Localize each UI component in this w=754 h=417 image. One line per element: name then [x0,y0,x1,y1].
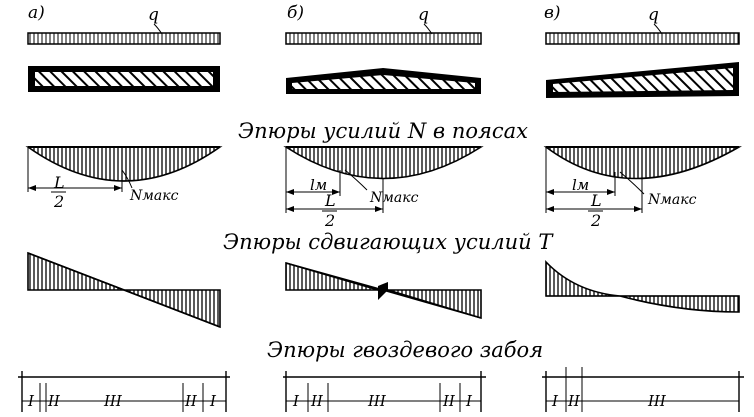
panel-a-load-label: q [148,5,159,25]
panel-v-load-label: q [648,5,659,25]
zone-label: III [103,392,123,410]
t-diagram-b [285,261,482,320]
zone-label: I [27,392,35,410]
n-max-leader [619,171,645,195]
dim-l-denominator: 2 [590,211,601,230]
panel-a-label: а) [28,3,45,23]
zone-label: III [367,392,387,410]
caption-nail: Эпюры гвоздевого забоя [267,338,543,362]
distributed-load-strip [27,32,221,45]
dim-l-denominator: 2 [53,192,64,211]
t-epure-positive [545,260,621,297]
dim-lm-label: lм [310,176,327,194]
n-max-label: Nмакс [647,192,697,208]
dim-l-denominator: 2 [324,211,335,230]
panel-b-label: б) [287,3,304,23]
t-jump [378,282,388,300]
dim-l-numerator: L [590,191,602,210]
n-max-leader [121,169,133,189]
n-max-label: Nмакс [129,188,179,204]
n-diagram-a: L 2 Nмакс [25,146,223,211]
nail-zones-v: I II III [542,367,744,412]
panel-v-beam: в) q [544,3,740,98]
nail-zones-a: I II III II I [18,371,230,412]
dim-l-numerator: L [53,173,65,192]
n-max-label: Nмакс [369,190,419,206]
n-epure [283,146,484,180]
zone-label: I [465,392,473,410]
panel-b-beam: б) q [285,3,482,94]
panel-b-load-label: q [418,5,429,25]
nail-zones-b: I II III II I [283,371,486,412]
t-epure-negative [619,295,740,313]
t-diagram-a [27,251,221,329]
zone-label: III [647,392,667,410]
zone-label: II [442,392,456,410]
caption-n-forces: Эпюры усилий N в поясах [238,119,528,143]
zone-label: II [47,392,61,410]
panel-a-beam: а) q [27,3,221,92]
n-max-leader [344,169,368,191]
zone-label: II [310,392,324,410]
zone-label: I [209,392,217,410]
t-diagram-v [545,260,740,313]
zone-label: II [184,392,198,410]
beam-web [35,72,213,86]
n-epure [25,146,223,182]
beam-web [292,75,475,89]
panel-v-label: в) [544,3,561,23]
dim-lm-label: lм [572,176,589,194]
beam-web [553,68,733,92]
zone-label: I [551,392,559,410]
n-diagram-b: lм L 2 Nмакс [283,146,484,230]
dim-l-numerator: L [324,191,336,210]
distributed-load-strip [545,32,740,45]
distributed-load-strip [285,32,482,45]
zone-label: II [567,392,581,410]
n-diagram-v: lм L 2 Nмакс [543,146,742,230]
zone-label: I [292,392,300,410]
caption-shear: Эпюры сдвигающих усилий T [223,230,554,254]
n-epure [543,146,742,180]
